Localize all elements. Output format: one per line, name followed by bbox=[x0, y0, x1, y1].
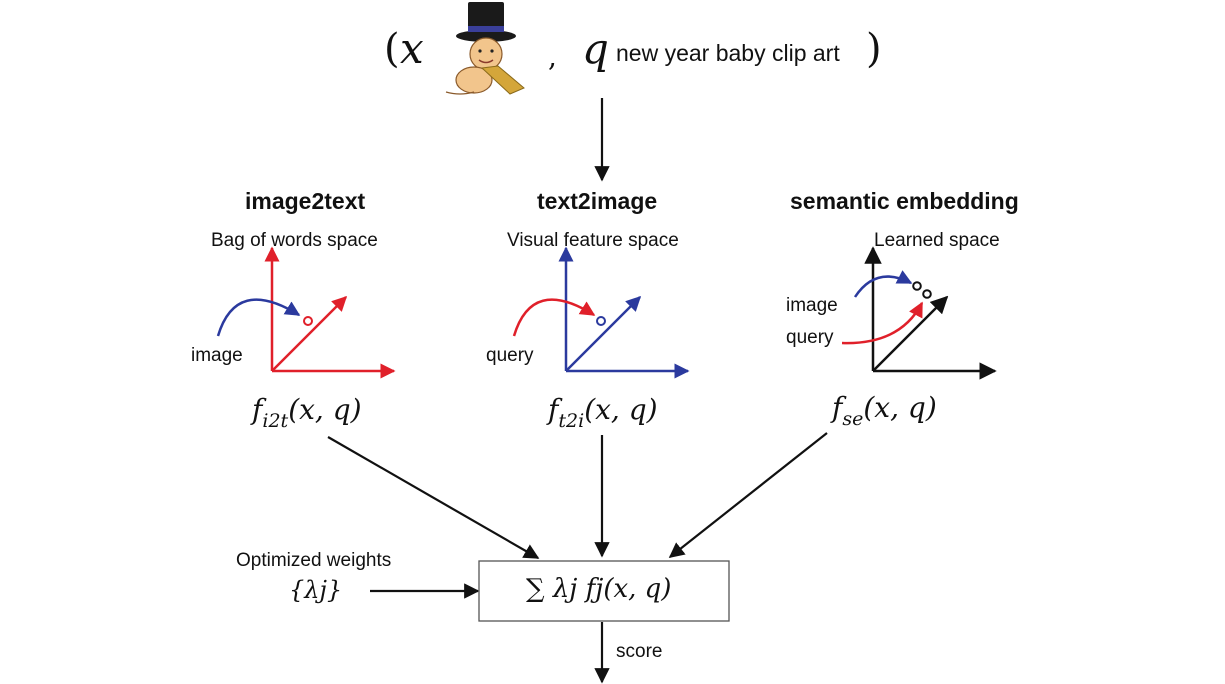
semantic-image-label: image bbox=[786, 295, 838, 316]
baby-in-top-hat-thumbnail bbox=[437, 0, 533, 100]
weights-symbol: {λj} bbox=[289, 576, 343, 604]
optimized-weights-label: Optimized weights bbox=[236, 550, 392, 571]
f-i2t-label: fi2t(x, q) bbox=[252, 393, 362, 432]
image2text-image-label: image bbox=[191, 345, 243, 366]
query-text: new year baby clip art bbox=[616, 40, 840, 66]
image2text-mapping-arrow bbox=[216, 298, 301, 337]
close-paren: ) bbox=[866, 26, 882, 72]
q-symbol: q bbox=[582, 24, 609, 73]
f-t2i-subscript: t2i bbox=[558, 410, 585, 432]
text2image-mapping-arrow bbox=[512, 298, 596, 337]
combiner-formula: ∑ λj fj(x, q) bbox=[526, 574, 672, 604]
semantic-space-label: Learned space bbox=[874, 230, 1000, 251]
f-t2i-args: (x, q) bbox=[584, 393, 658, 426]
f-i2t-args: (x, q) bbox=[288, 393, 362, 426]
text2image-space-label: Visual feature space bbox=[507, 230, 679, 251]
f-se-label: fse(x, q) bbox=[832, 391, 937, 430]
semantic-query-arrow bbox=[841, 301, 924, 345]
open-paren: ( bbox=[384, 26, 400, 72]
image2text-title: image2text bbox=[245, 188, 366, 214]
text2image-query-label: query bbox=[486, 345, 534, 366]
f-se-subscript: se bbox=[842, 408, 864, 430]
text2image-title: text2image bbox=[537, 188, 658, 214]
combiner-box bbox=[478, 560, 730, 622]
f-t2i-label: ft2i(x, q) bbox=[548, 393, 658, 432]
f-se-args: (x, q) bbox=[863, 391, 937, 424]
image2text-axes bbox=[216, 246, 396, 379]
f-t2i-symbol: f bbox=[548, 393, 559, 426]
tuple-comma: , bbox=[548, 40, 557, 73]
f-i2t-subscript: i2t bbox=[262, 410, 289, 432]
f-se-symbol: f bbox=[832, 391, 843, 424]
score-label: score bbox=[616, 641, 663, 662]
semantic-embedding-title: semantic embedding bbox=[790, 188, 1019, 214]
i2t-to-combiner-arrow bbox=[327, 436, 540, 559]
semantic-embedding-axes bbox=[841, 246, 997, 380]
image2text-space-label: Bag of words space bbox=[211, 230, 378, 251]
x-symbol: x bbox=[400, 24, 424, 73]
semantic-query-label: query bbox=[786, 327, 834, 348]
semantic-image-arrow bbox=[853, 270, 913, 298]
se-to-combiner-arrow bbox=[668, 432, 828, 558]
text2image-axes bbox=[512, 246, 690, 379]
f-i2t-symbol: f bbox=[252, 393, 263, 426]
